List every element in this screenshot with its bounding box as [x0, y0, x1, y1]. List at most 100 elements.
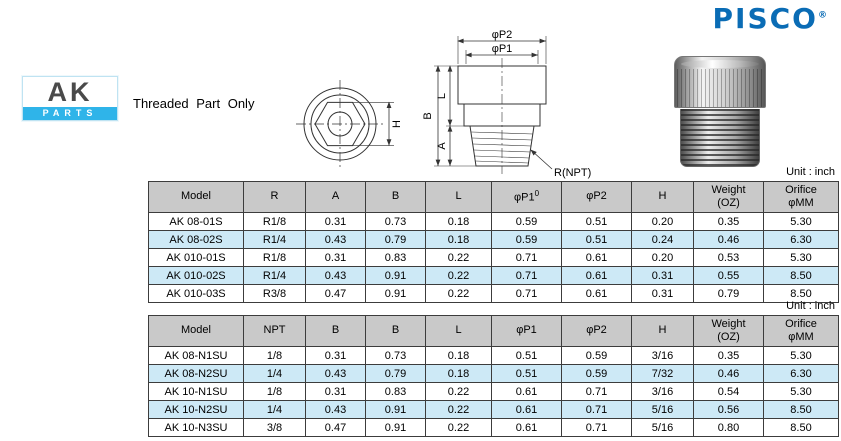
value-cell: 0.83	[365, 248, 426, 267]
value-cell: 0.55	[693, 266, 764, 285]
value-cell: 0.61	[561, 248, 632, 267]
value-cell: 0.31	[305, 212, 366, 231]
value-cell: 5.30	[763, 212, 839, 231]
column-header: B	[305, 315, 366, 347]
value-cell: 0.91	[365, 400, 426, 419]
value-cell: 5/16	[631, 418, 694, 437]
value-cell: 5.30	[763, 382, 839, 401]
value-cell: 0.61	[491, 400, 562, 419]
registered-mark: ®	[818, 10, 827, 21]
value-cell: 0.91	[365, 284, 426, 303]
value-cell: 0.91	[365, 266, 426, 285]
value-cell: R1/4	[243, 266, 306, 285]
value-cell: 0.43	[305, 400, 366, 419]
value-cell: 0.31	[631, 266, 694, 285]
value-cell: 0.20	[631, 248, 694, 267]
value-cell: 0.22	[425, 382, 492, 401]
value-cell: 1/4	[243, 364, 306, 383]
value-cell: 0.80	[693, 418, 764, 437]
value-cell: 0.61	[561, 284, 632, 303]
value-cell: 0.31	[631, 284, 694, 303]
value-cell: 0.43	[305, 364, 366, 383]
column-header: φP1	[491, 315, 562, 347]
value-cell: 0.71	[561, 382, 632, 401]
value-cell: R1/4	[243, 230, 306, 249]
model-cell: AK 010-03S	[148, 284, 244, 303]
value-cell: 8.50	[763, 284, 839, 303]
value-cell: 0.35	[693, 212, 764, 231]
front-view	[296, 80, 394, 168]
dim-label-rnpt: R(NPT)	[554, 167, 591, 179]
unit-label: Unit : inch	[786, 166, 835, 178]
value-cell: 0.83	[365, 382, 426, 401]
value-cell: 3/16	[631, 382, 694, 401]
model-cell: AK 08-N1SU	[148, 346, 244, 365]
value-cell: 0.71	[491, 248, 562, 267]
column-header: φP2	[561, 181, 632, 213]
value-cell: 5.30	[763, 248, 839, 267]
threaded-note: Threaded Part Only	[133, 96, 255, 111]
value-cell: 0.18	[425, 364, 492, 383]
column-header: A	[305, 181, 366, 213]
value-cell: 0.22	[425, 284, 492, 303]
column-header: R	[243, 181, 306, 213]
value-cell: 0.91	[365, 418, 426, 437]
value-cell: 0.18	[425, 346, 492, 365]
value-cell: 0.71	[561, 418, 632, 437]
value-cell: 0.79	[365, 364, 426, 383]
value-cell: 0.59	[561, 364, 632, 383]
pisco-logo: PISCO®	[713, 2, 827, 35]
value-cell: 0.43	[305, 266, 366, 285]
value-cell: 0.73	[365, 212, 426, 231]
value-cell: 8.50	[763, 400, 839, 419]
value-cell: 0.24	[631, 230, 694, 249]
value-cell: 0.59	[491, 212, 562, 231]
value-cell: 0.18	[425, 212, 492, 231]
model-cell: AK 10-N2SU	[148, 400, 244, 419]
dim-label-p2: φP2	[492, 29, 513, 41]
value-cell: 0.61	[561, 266, 632, 285]
value-cell: 0.20	[631, 212, 694, 231]
column-header: Weight(OZ)	[693, 315, 764, 347]
model-cell: AK 10-N1SU	[148, 382, 244, 401]
value-cell: 0.22	[425, 266, 492, 285]
product-photo-threads	[680, 109, 760, 167]
value-cell: 1/8	[243, 346, 306, 365]
value-cell: 0.59	[561, 346, 632, 365]
dim-label-l: L	[436, 93, 448, 99]
column-header: H	[631, 181, 694, 213]
value-cell: 0.51	[491, 364, 562, 383]
product-photo	[670, 56, 770, 174]
value-cell: 0.31	[305, 248, 366, 267]
dim-label-b: B	[422, 112, 434, 119]
value-cell: 6.30	[763, 364, 839, 383]
value-cell: 0.47	[305, 284, 366, 303]
series-parts-label: PARTS	[23, 107, 117, 120]
value-cell: 0.56	[693, 400, 764, 419]
column-header: L	[425, 181, 492, 213]
value-cell: 0.22	[425, 418, 492, 437]
value-cell: 3/8	[243, 418, 306, 437]
model-cell: AK 10-N3SU	[148, 418, 244, 437]
product-photo-collar	[674, 56, 766, 108]
value-cell: 0.22	[425, 248, 492, 267]
dim-label-p1: φP1	[492, 43, 513, 55]
column-header: Model	[148, 315, 244, 347]
value-cell: 0.59	[491, 230, 562, 249]
value-cell: 0.31	[305, 346, 366, 365]
value-cell: 0.51	[561, 230, 632, 249]
value-cell: 0.22	[425, 400, 492, 419]
value-cell: 0.71	[491, 266, 562, 285]
value-cell: 7/32	[631, 364, 694, 383]
value-cell: 0.79	[365, 230, 426, 249]
